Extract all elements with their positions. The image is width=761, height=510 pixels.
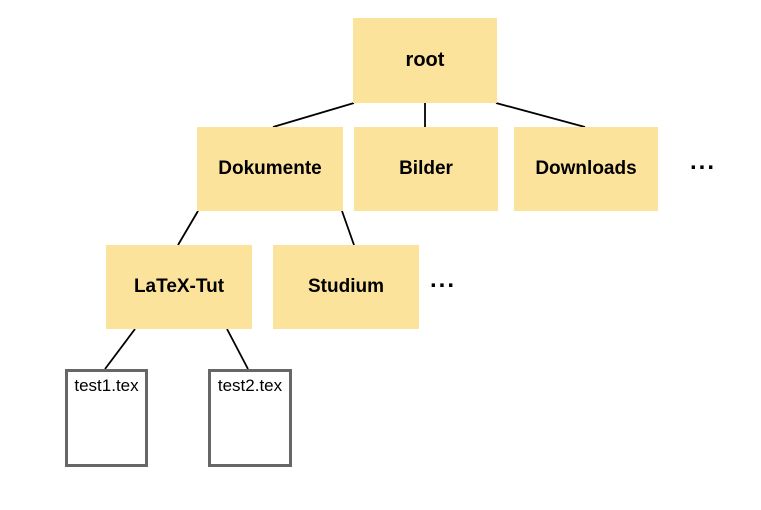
node-downloads-label: Downloads [535,158,637,179]
node-test2-tex: test2.tex [208,369,292,467]
node-test1-tex: test1.tex [65,369,148,467]
node-test2-tex-label: test2.tex [217,376,283,395]
node-latex-tut: LaTeX-Tut [106,245,252,329]
node-root-label: root [405,49,445,71]
edge-dokumente-latex-tut [177,210,199,246]
node-dokumente-label: Dokumente [218,158,322,179]
node-studium-label: Studium [308,276,384,297]
node-test1-tex-label: test1.tex [74,376,139,395]
edge-root-dokumente [272,102,355,128]
node-dokumente: Dokumente [197,127,343,211]
node-root: root [353,18,497,103]
edge-latex-tut-test1 [104,328,136,370]
node-latex-tut-label: LaTeX-Tut [133,276,225,297]
node-bilder: Bilder [354,127,498,211]
node-bilder-label: Bilder [399,158,453,179]
node-studium: Studium [273,245,419,329]
more-siblings-level1: ... [690,148,717,175]
edge-latex-tut-test2 [226,328,249,370]
node-downloads: Downloads [514,127,658,211]
edge-dokumente-studium [341,210,355,246]
edge-root-downloads [495,102,586,128]
more-siblings-level2: ... [430,266,457,293]
